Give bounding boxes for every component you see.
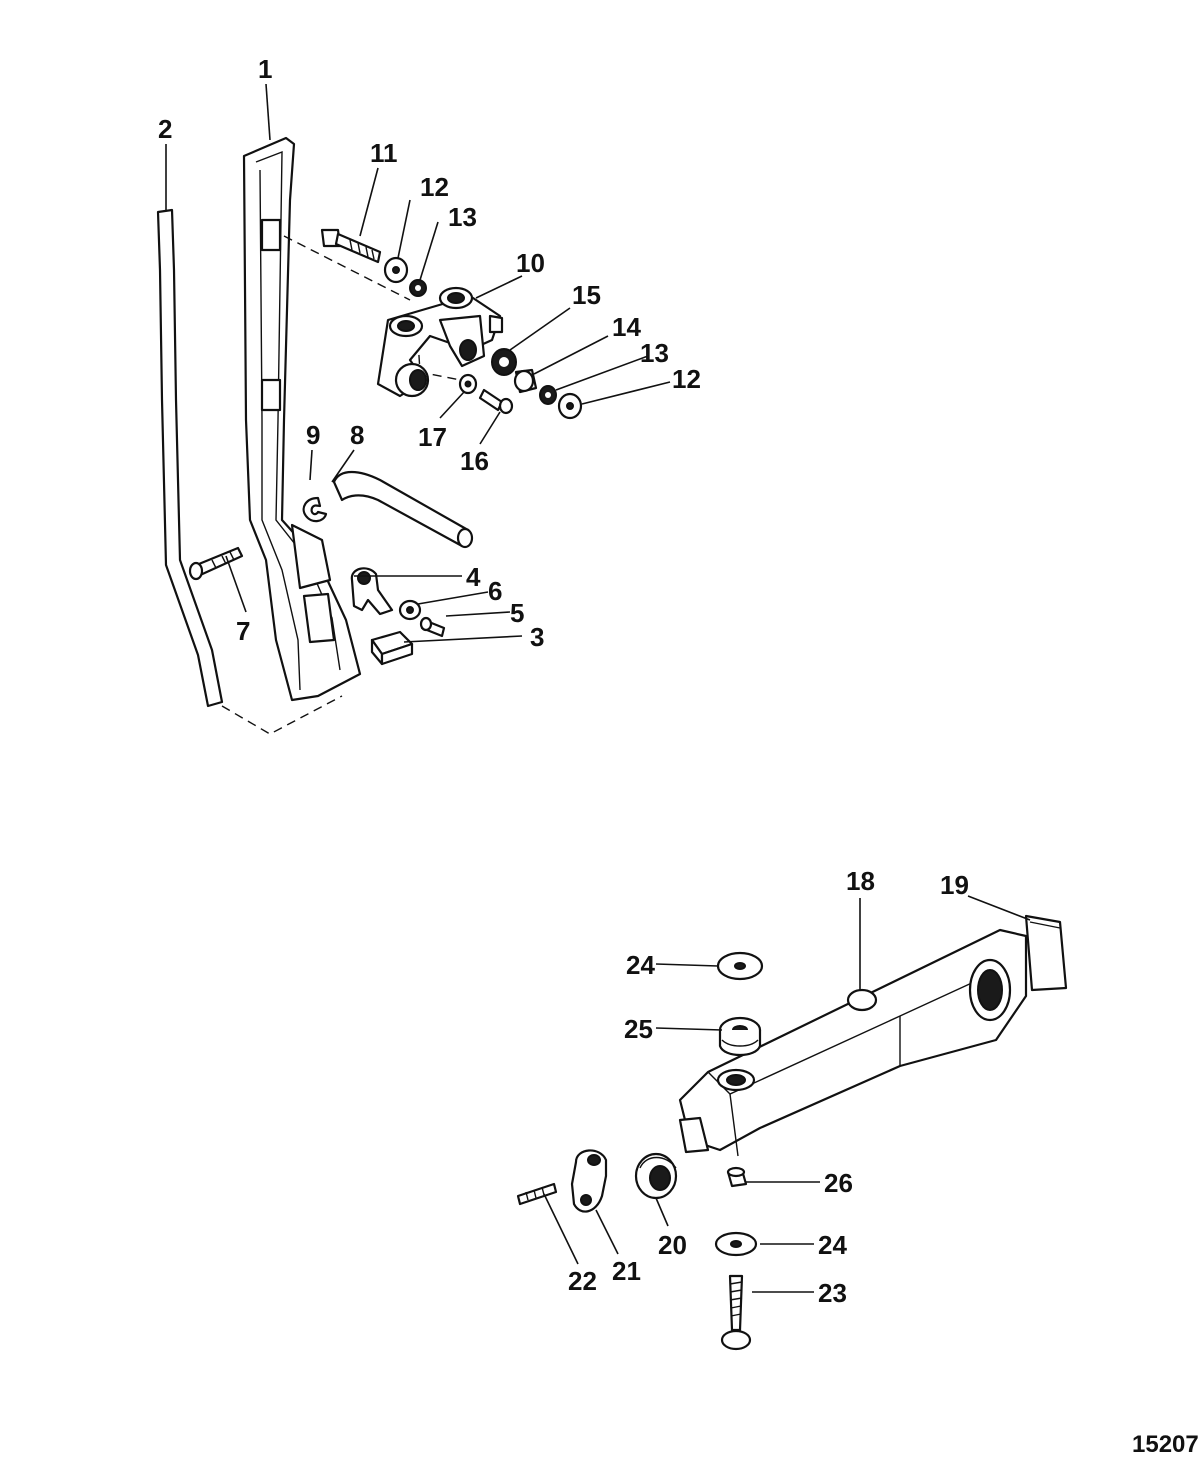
part-21-clamp [570, 1149, 608, 1213]
callout-11: 11 [370, 138, 398, 168]
part-13-lockwasher-lower [539, 385, 557, 405]
callout-16: 16 [460, 446, 489, 476]
part-25-grommet [718, 1016, 762, 1057]
part-1-bracket [242, 136, 362, 702]
part-14-spacer [513, 368, 538, 394]
figure-number: 15207 [1132, 1431, 1199, 1458]
callouts: 1 2 3 4 5 6 7 8 9 10 11 12 13 15 14 13 1… [158, 54, 969, 1308]
callout-26: 26 [824, 1168, 853, 1198]
callout-19: 19 [940, 870, 969, 900]
callout-24-upper: 24 [626, 950, 655, 980]
part-2-rubber-strip [156, 208, 224, 708]
callout-15: 15 [572, 280, 601, 310]
callout-21: 21 [612, 1256, 641, 1286]
leader-lines [165, 83, 1031, 1293]
callout-9: 9 [306, 420, 320, 450]
part-16-screw [478, 388, 514, 415]
part-12-washer-upper [383, 256, 409, 284]
part-24-washer-upper [716, 951, 764, 981]
callout-23: 23 [818, 1278, 847, 1308]
part-10-pivot-bracket [376, 286, 504, 398]
callout-12-lower: 12 [672, 364, 701, 394]
part-23-bolt [720, 1274, 752, 1351]
part-9-clip [302, 496, 328, 523]
callout-7: 7 [236, 616, 250, 646]
callout-12-upper: 12 [420, 172, 449, 202]
part-26-nut [726, 1166, 748, 1188]
callout-13-upper: 13 [448, 202, 477, 232]
callout-24-lower: 24 [818, 1230, 847, 1260]
part-22-screw [516, 1182, 558, 1206]
part-18-tiller-arm [678, 928, 1028, 1157]
callout-5: 5 [510, 598, 524, 628]
callout-14: 14 [612, 312, 641, 342]
callout-6: 6 [488, 576, 502, 606]
callout-20: 20 [658, 1230, 687, 1260]
part-11-bolt [320, 228, 382, 264]
callout-22: 22 [568, 1266, 597, 1296]
part-20-grommet [634, 1152, 678, 1200]
part-19-pad [1024, 914, 1068, 992]
part-4-clamp [350, 567, 394, 616]
callout-18: 18 [846, 866, 875, 896]
part-5-screw [419, 616, 446, 638]
callout-8: 8 [350, 420, 364, 450]
part-3-block [370, 630, 414, 666]
callout-10: 10 [516, 248, 545, 278]
dashed-line-bracket-to-pivot [283, 235, 411, 301]
part-6-washer [398, 599, 422, 621]
callout-17: 17 [418, 422, 447, 452]
part-15-bushing [491, 348, 517, 376]
callout-3: 3 [530, 622, 544, 652]
part-12-washer-lower [557, 392, 583, 420]
part-8-hose [332, 470, 474, 549]
part-24-washer-lower [714, 1231, 758, 1257]
callout-2: 2 [158, 114, 172, 144]
callout-13-lower: 13 [640, 338, 669, 368]
part-7-pin [188, 546, 244, 581]
callout-1: 1 [258, 54, 272, 84]
callout-4: 4 [466, 562, 481, 592]
part-17-washer [458, 373, 478, 395]
part-13-lockwasher-upper [409, 279, 427, 297]
dashed-line-strip-to-bracket [221, 695, 343, 735]
callout-25: 25 [624, 1014, 653, 1044]
